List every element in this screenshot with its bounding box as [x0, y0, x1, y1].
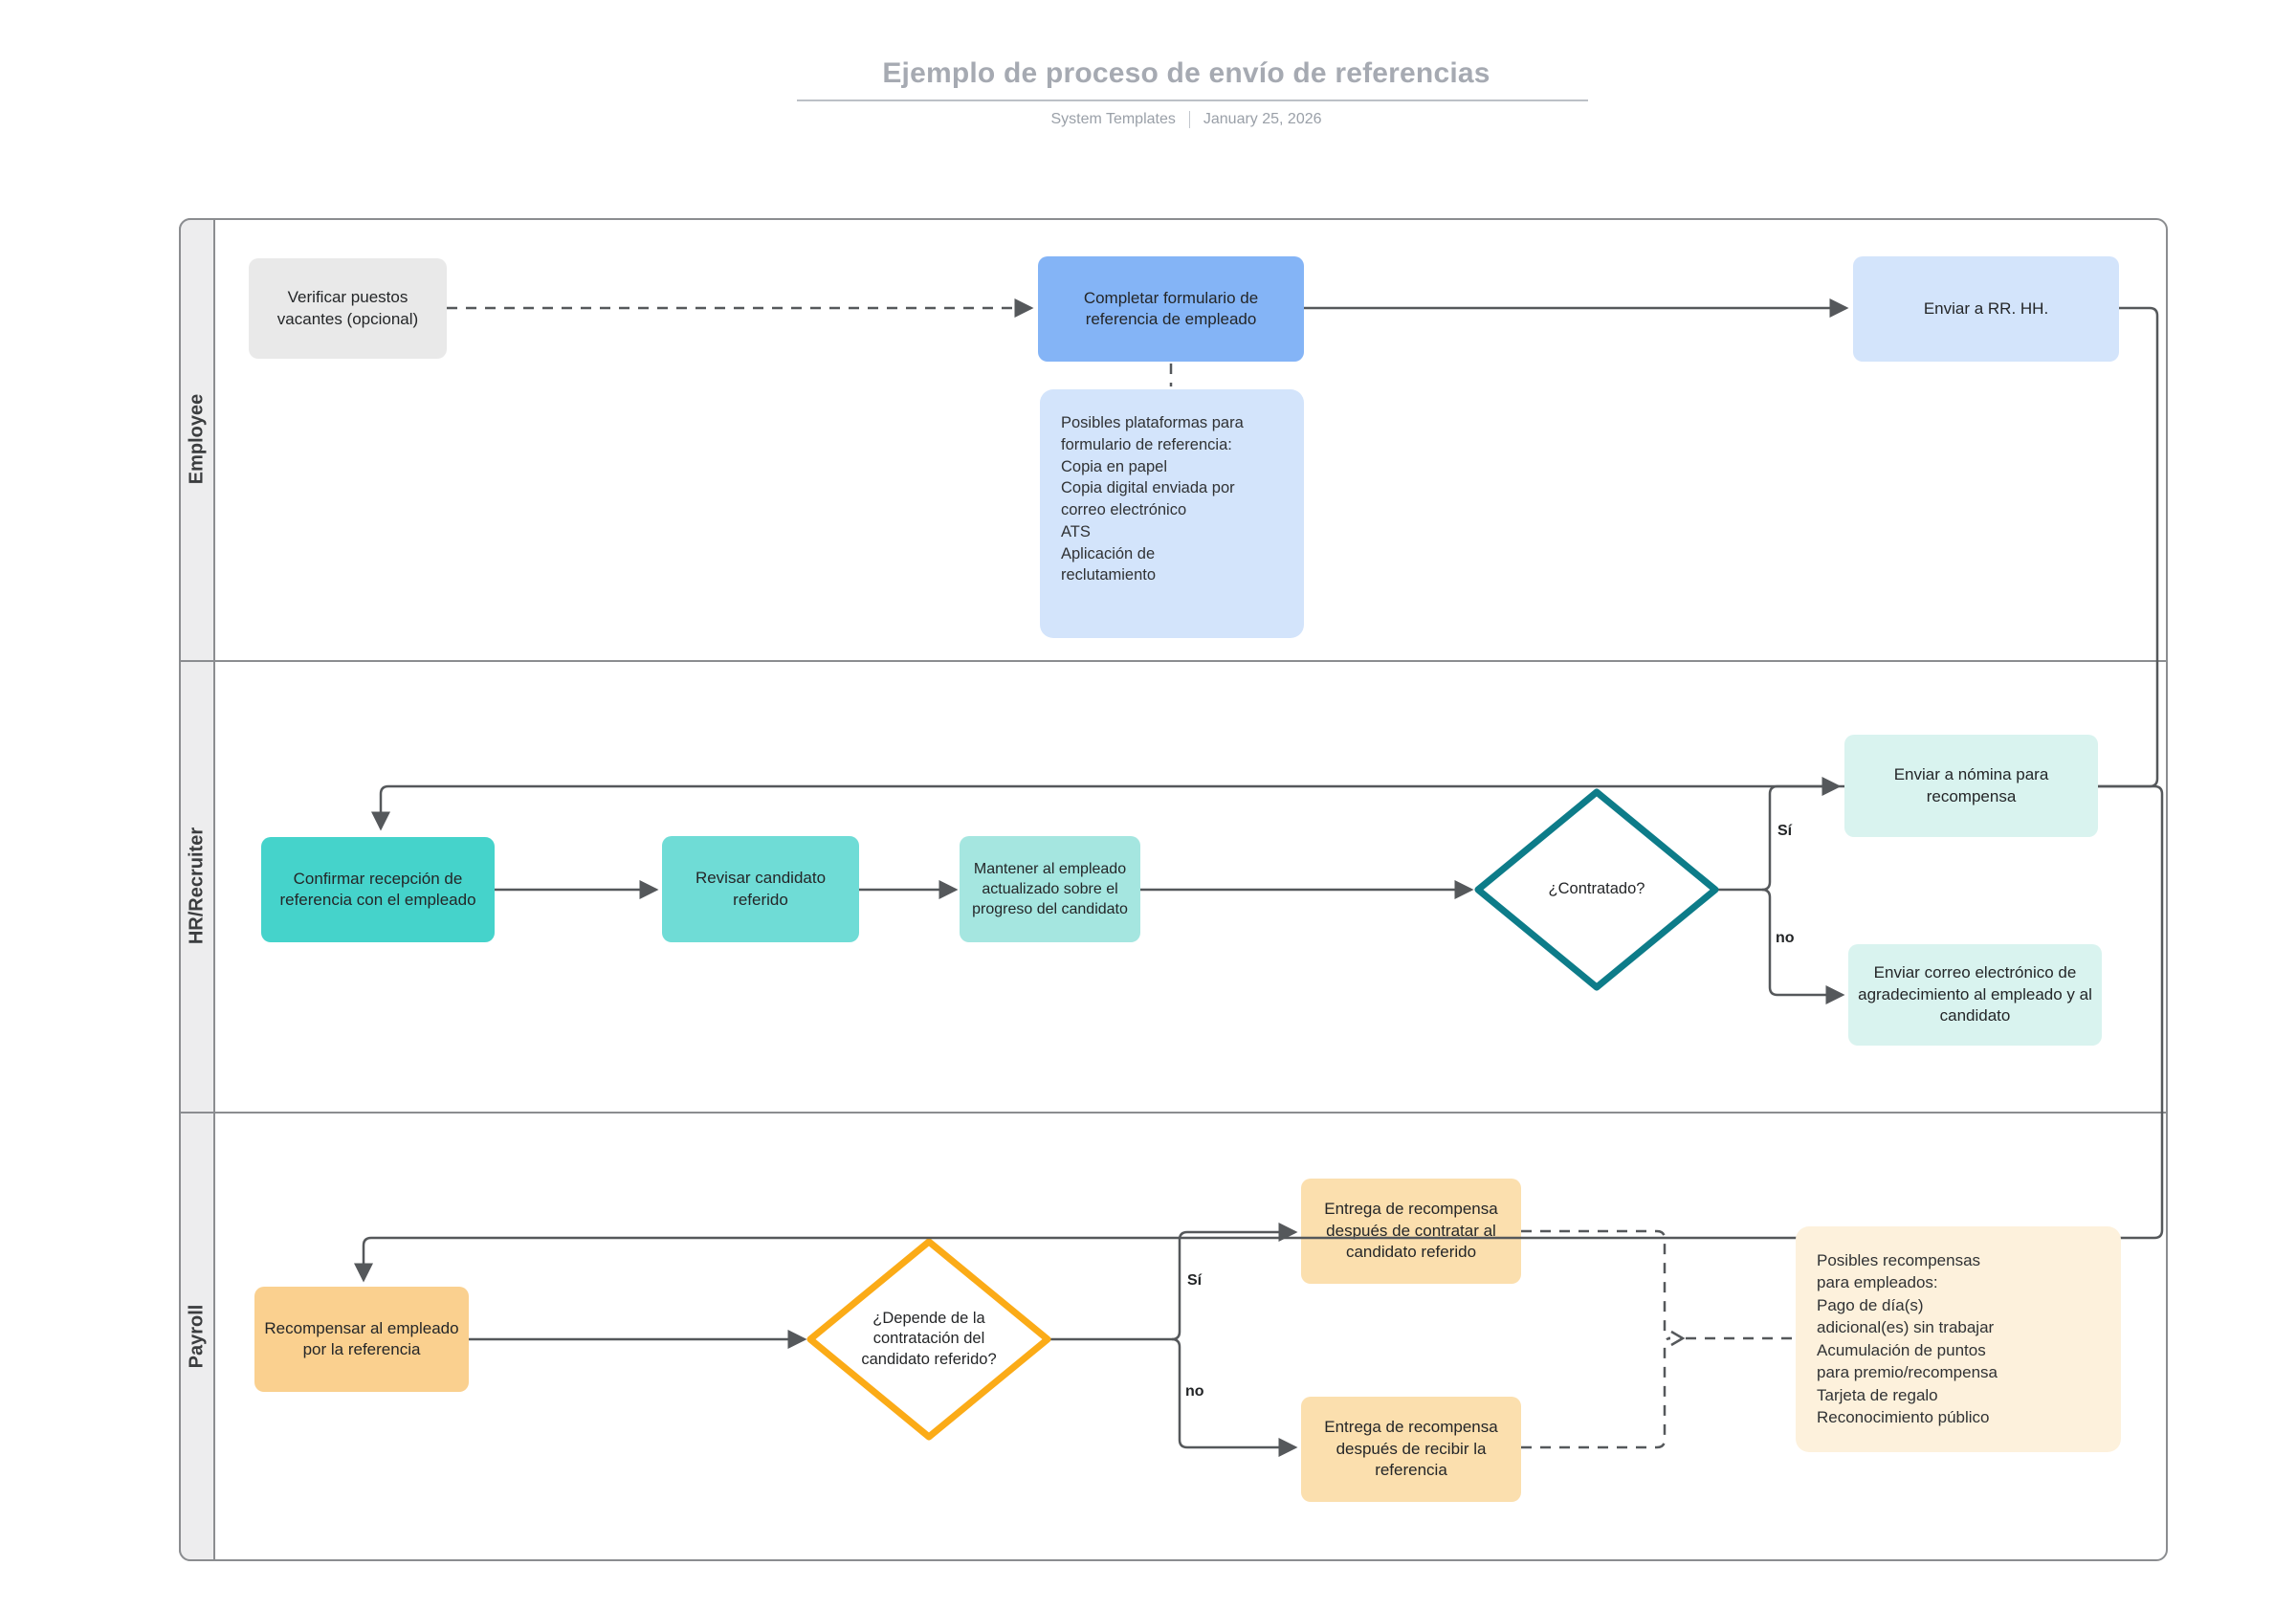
- node-enviar-nomina: Enviar a nómina para recompensa: [1844, 735, 2098, 837]
- node-enviar-correo: Enviar correo electrónico de agradecimie…: [1848, 944, 2102, 1046]
- decision-depende-label: ¿Depende de la contratación del candidat…: [861, 1309, 997, 1368]
- node-enviar-rrhh: Enviar a RR. HH.: [1853, 256, 2119, 362]
- label-pr-no: no: [1185, 1383, 1204, 1400]
- edge-nomina-to-recompensar: [354, 784, 2164, 1283]
- page-title: Ejemplo de proceso de envío de referenci…: [882, 57, 1490, 89]
- node-entrega-recibir: Entrega de recompensa después de recibir…: [1301, 1397, 1521, 1502]
- edge-depende-no: [1171, 1337, 1298, 1457]
- edge-entrega1-dashed: [1521, 1229, 1671, 1340]
- lane-label-strip: [179, 218, 215, 1561]
- node-recompensar: Recompensar al empleado por la referenci…: [254, 1287, 469, 1392]
- decision-contratado-label: ¿Contratado?: [1548, 880, 1645, 898]
- lane-divider-1: [179, 660, 2168, 662]
- dashed-merge-arrow-icon: [1670, 1330, 1686, 1347]
- label-hr-si: Sí: [1777, 823, 1793, 839]
- subtitle-divider: [1188, 111, 1190, 128]
- node-completar-formulario: Completar formulario de referencia de em…: [1038, 256, 1304, 362]
- decision-contratado-shape: [1474, 788, 1719, 991]
- label-pr-si: Sí: [1187, 1272, 1203, 1289]
- node-revisar-candidato: Revisar candidato referido: [662, 836, 859, 942]
- subtitle-source: System Templates: [1050, 111, 1176, 127]
- edge-rrhh-to-confirmar: [371, 306, 2159, 831]
- edge-contratado-no: [1761, 888, 1845, 1004]
- decision-depende-shape: [806, 1238, 1051, 1441]
- note-recompensas: Posibles recompensas para empleados: Pag…: [1796, 1226, 2121, 1452]
- node-mantener-actualizado: Mantener al empleado actualizado sobre e…: [960, 836, 1140, 942]
- subtitle: System Templates January 25, 2026: [737, 111, 1636, 128]
- node-entrega-contratar: Entrega de recompensa después de contrat…: [1301, 1179, 1521, 1284]
- label-hr-no: no: [1776, 930, 1795, 946]
- node-verificar-puestos: Verificar puestos vacantes (opcional): [249, 258, 447, 359]
- edge-depende-si: [1171, 1223, 1298, 1341]
- subtitle-date: January 25, 2026: [1203, 111, 1322, 127]
- node-confirmar-recepcion: Confirmar recepción de referencia con el…: [261, 837, 495, 942]
- lane-divider-2: [179, 1112, 2168, 1114]
- note-plataformas: Posibles plataformas para formulario de …: [1040, 389, 1304, 638]
- edge-contratado-si: [1761, 777, 1842, 892]
- title-underline: [797, 99, 1588, 101]
- edge-entrega2-dashed: [1521, 1336, 1671, 1449]
